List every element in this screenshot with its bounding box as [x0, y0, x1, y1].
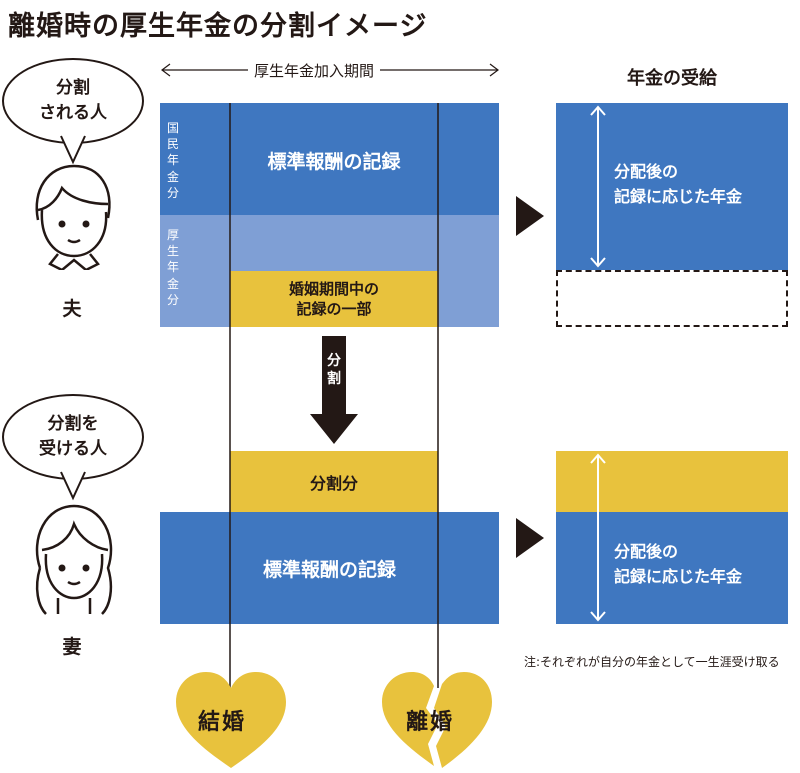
husband-avatar-icon [35, 164, 111, 270]
page-title: 離婚時の厚生年金の分割イメージ [8, 11, 428, 42]
wife-result-block [556, 512, 788, 624]
marriage-period-record: 婚姻期間中の 記録の一部 [230, 271, 438, 327]
husband-speech-bubble: 分割 される人 [2, 58, 144, 144]
husband-reduced-portion [556, 270, 788, 327]
wife-result-split-block [556, 451, 788, 512]
split-arrow-label: 分割 [327, 353, 341, 388]
divorce-broken-heart-icon [382, 672, 492, 768]
husband-result-arrow-icon [516, 196, 544, 236]
wife-bubble-text: 分割を 受ける人 [39, 414, 107, 459]
wife-bubble-tail [60, 470, 86, 501]
wife-result-arrow-icon [516, 518, 544, 558]
husband-standard-record: 標準報酬の記録 [267, 150, 401, 173]
wife-split-portion: 分割分 [230, 451, 438, 512]
husband-result-text: 分配後の 記録に応じた年金 [614, 162, 743, 206]
husband-bubble-tail [60, 134, 86, 165]
marriage-heart-icon [176, 672, 286, 768]
husband-result-block [556, 103, 788, 270]
marriage-heart-label: 結婚 [198, 710, 247, 735]
receive-title: 年金の受給 [627, 68, 717, 89]
wife-label: 妻 [62, 636, 82, 658]
wife-speech-bubble: 分割を 受ける人 [2, 394, 144, 480]
husband-label: 夫 [62, 298, 82, 320]
wife-standard-record: 標準報酬の記録 [160, 512, 499, 624]
note: 注:それぞれが自分の年金として一生涯受け取る [524, 655, 780, 669]
husband-national-block [160, 103, 499, 215]
divorce-heart-label: 離婚 [406, 710, 455, 735]
national-pension-label: 国民年金分 [166, 121, 179, 200]
husband-bubble-text: 分割 される人 [39, 78, 107, 123]
split-down-arrow [310, 336, 358, 444]
wife-result-range-arrow [590, 453, 606, 622]
employee-pension-label: 厚生年金分 [166, 228, 179, 307]
period-label: 厚生年金加入期間 [248, 60, 381, 81]
husband-result-range-arrow [590, 105, 606, 268]
wife-avatar-icon [35, 504, 113, 615]
wife-result-text: 分配後の 記録に応じた年金 [614, 542, 743, 586]
